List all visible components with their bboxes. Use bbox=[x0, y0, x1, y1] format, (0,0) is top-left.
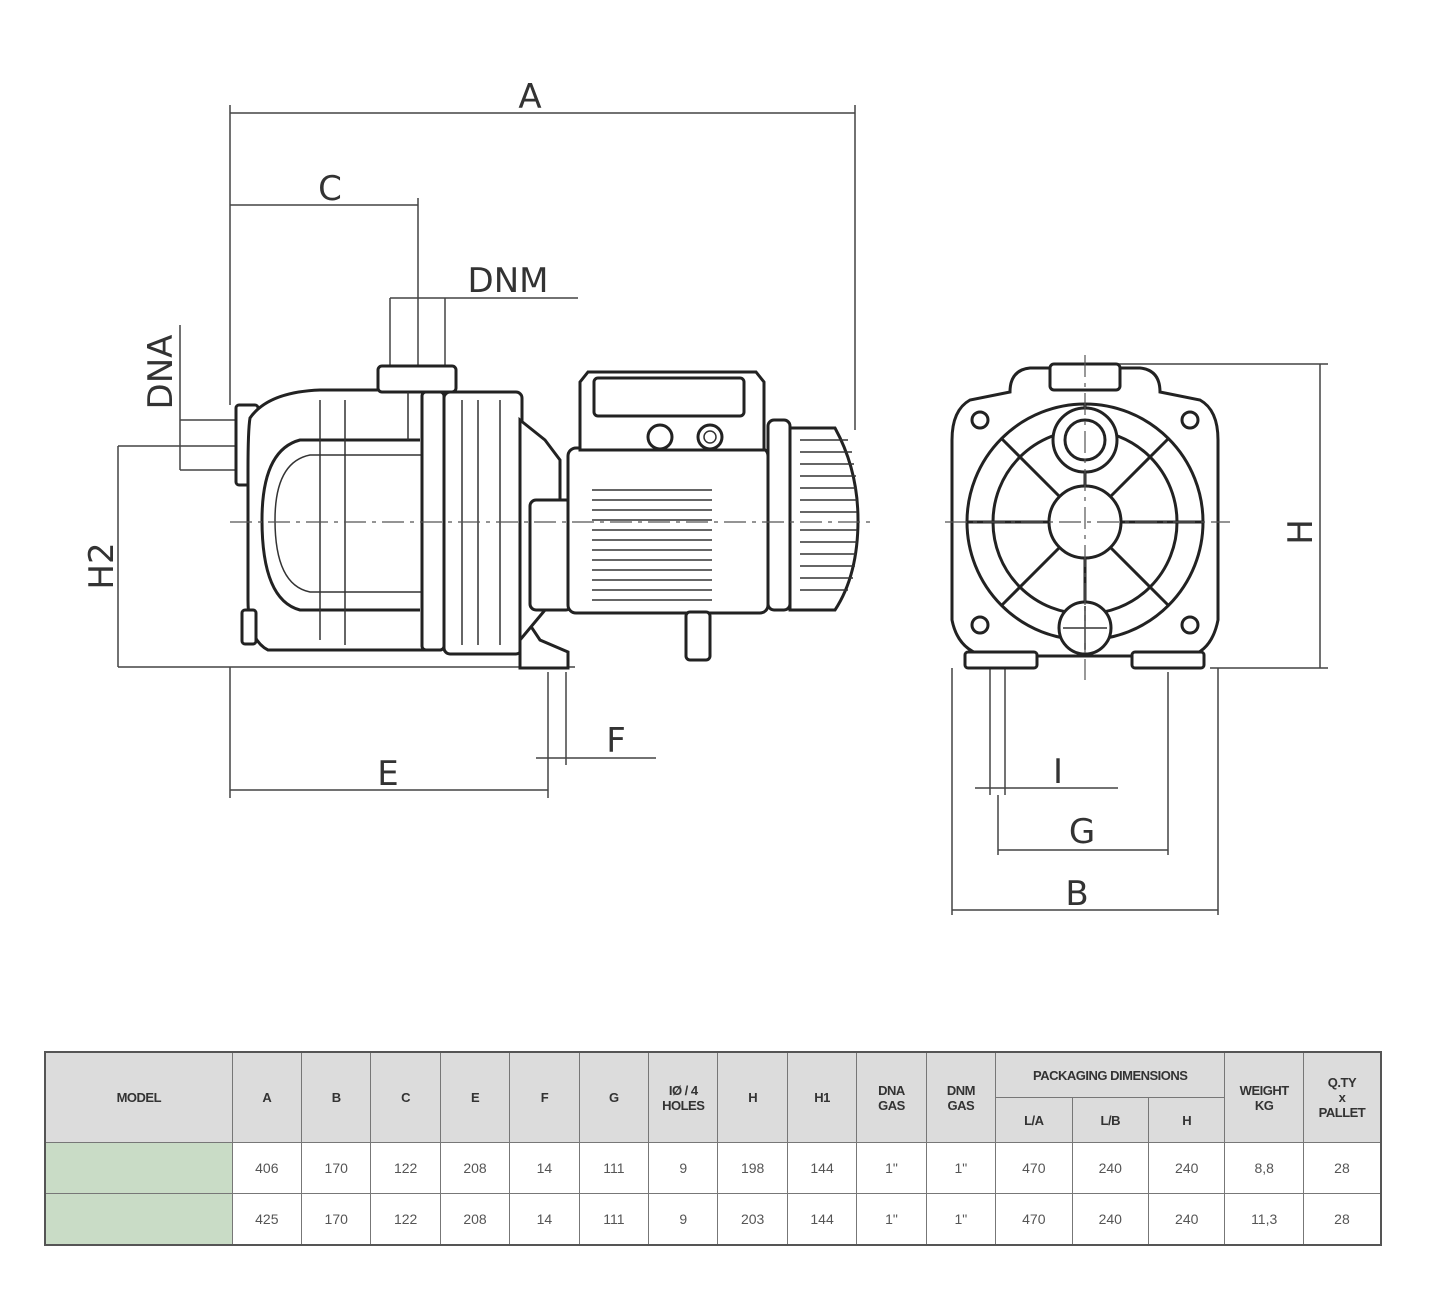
label-dnm: DNM bbox=[468, 261, 549, 301]
cell-weight: 11,3 bbox=[1224, 1193, 1304, 1246]
header-pack-lb: L/B bbox=[1071, 1097, 1149, 1143]
table-row: 406 170 122 208 14 111 9 198 144 1" 1" 4… bbox=[44, 1142, 1382, 1194]
header-e: E bbox=[439, 1051, 511, 1143]
cell-h: 203 bbox=[717, 1193, 788, 1246]
table-row: 425 170 122 208 14 111 9 203 144 1" 1" 4… bbox=[44, 1193, 1382, 1246]
label-c: C bbox=[318, 169, 342, 209]
header-qty-line2: x bbox=[1338, 1090, 1346, 1105]
capacitor-icon bbox=[646, 423, 724, 451]
header-weight: WEIGHT KG bbox=[1224, 1051, 1304, 1143]
cell-holes: 9 bbox=[648, 1142, 719, 1194]
dimension-b: B bbox=[951, 668, 1219, 915]
cell-g: 111 bbox=[578, 1142, 650, 1194]
header-weight-line2: KG bbox=[1254, 1097, 1274, 1113]
header-dnm-line1: DNM bbox=[946, 1082, 976, 1098]
cell-weight: 8,8 bbox=[1224, 1142, 1304, 1194]
pump-front-outline bbox=[945, 355, 1230, 680]
cell-h: 198 bbox=[717, 1142, 788, 1194]
dimension-i: I bbox=[975, 668, 1118, 795]
cell-dnm: 1" bbox=[925, 1193, 997, 1246]
cell-pack-la: 470 bbox=[995, 1193, 1073, 1246]
header-holes: IØ / 4 HOLES bbox=[648, 1051, 719, 1143]
cell-dna: 1" bbox=[856, 1142, 927, 1194]
cell-c: 122 bbox=[370, 1193, 441, 1246]
cell-pack-lb: 240 bbox=[1071, 1193, 1149, 1246]
cell-holes: 9 bbox=[648, 1193, 719, 1246]
dimension-dnm: DNM bbox=[389, 261, 578, 368]
header-packaging-dimensions: PACKAGING DIMENSIONS bbox=[995, 1051, 1226, 1098]
header-holes-line1: IØ / 4 bbox=[668, 1082, 698, 1098]
label-i: I bbox=[1053, 752, 1063, 792]
front-view: H I G B bbox=[945, 355, 1328, 915]
header-dnm-gas: DNM GAS bbox=[925, 1051, 997, 1143]
cell-pack-la: 470 bbox=[995, 1142, 1073, 1194]
dimension-dna: DNA bbox=[141, 325, 240, 471]
dimension-c: C bbox=[230, 169, 419, 395]
header-h1: H1 bbox=[786, 1051, 858, 1143]
label-dna: DNA bbox=[141, 335, 181, 410]
cell-qty: 28 bbox=[1302, 1142, 1382, 1194]
label-h2: H2 bbox=[82, 542, 122, 589]
header-qty-pallet: Q.TY x PALLET bbox=[1302, 1051, 1382, 1143]
dimension-e: E bbox=[229, 667, 549, 798]
cell-h1: 144 bbox=[786, 1142, 858, 1194]
header-b: B bbox=[301, 1051, 372, 1143]
motor-cooling-fins bbox=[592, 489, 712, 601]
cell-qty: 28 bbox=[1302, 1193, 1382, 1246]
header-c: C bbox=[370, 1051, 441, 1143]
cell-b: 170 bbox=[301, 1193, 372, 1246]
header-qty-line1: Q.TY bbox=[1327, 1075, 1357, 1090]
pump-dimension-drawing: A C DNM DNA H2 bbox=[82, 77, 1328, 915]
cell-f: 14 bbox=[509, 1142, 580, 1194]
label-b: B bbox=[1065, 874, 1088, 914]
cell-pack-h: 240 bbox=[1147, 1193, 1226, 1246]
cell-b: 170 bbox=[301, 1142, 372, 1194]
side-view: A C DNM DNA H2 bbox=[82, 77, 870, 798]
pump-side-outline bbox=[230, 364, 870, 670]
dimension-a: A bbox=[229, 77, 856, 430]
header-dnm-line2: GAS bbox=[947, 1097, 975, 1113]
cell-a: 425 bbox=[231, 1193, 303, 1246]
specification-table: MODEL A B C E F G IØ / 4 HOLES H H1 DNA … bbox=[44, 1051, 1382, 1246]
fan-cover bbox=[788, 426, 860, 612]
header-h: H bbox=[717, 1051, 788, 1143]
cell-model bbox=[44, 1142, 233, 1194]
header-holes-line2: HOLES bbox=[662, 1097, 705, 1113]
header-model: MODEL bbox=[44, 1051, 233, 1143]
cell-pack-h: 240 bbox=[1147, 1142, 1226, 1194]
label-g: G bbox=[1069, 812, 1095, 852]
cell-dna: 1" bbox=[856, 1193, 927, 1246]
cell-model bbox=[44, 1193, 233, 1246]
cell-pack-lb: 240 bbox=[1071, 1142, 1149, 1194]
dimension-h: H bbox=[1085, 363, 1328, 669]
header-pack-h: H bbox=[1147, 1097, 1226, 1143]
header-dna-line2: GAS bbox=[878, 1097, 905, 1113]
cell-e: 208 bbox=[439, 1193, 511, 1246]
label-a: A bbox=[518, 77, 541, 117]
header-dna-line1: DNA bbox=[878, 1082, 905, 1098]
label-f: F bbox=[606, 721, 626, 761]
header-dna-gas: DNA GAS bbox=[856, 1051, 927, 1143]
cell-f: 14 bbox=[509, 1193, 580, 1246]
header-qty-line3: PALLET bbox=[1318, 1105, 1366, 1120]
header-weight-line1: WEIGHT bbox=[1239, 1082, 1290, 1098]
header-g: G bbox=[578, 1051, 650, 1143]
header-pack-la: L/A bbox=[995, 1097, 1073, 1143]
label-e: E bbox=[377, 754, 398, 794]
cell-a: 406 bbox=[231, 1142, 303, 1194]
dimension-f: F bbox=[536, 672, 656, 765]
label-h: H bbox=[1281, 519, 1321, 545]
cell-dnm: 1" bbox=[925, 1142, 997, 1194]
header-a: A bbox=[231, 1051, 303, 1143]
cell-e: 208 bbox=[439, 1142, 511, 1194]
cell-h1: 144 bbox=[786, 1193, 858, 1246]
dimension-g: G bbox=[997, 672, 1169, 855]
header-f: F bbox=[509, 1051, 580, 1143]
dimension-h2: H2 bbox=[82, 445, 575, 668]
cell-g: 111 bbox=[578, 1193, 650, 1246]
cell-c: 122 bbox=[370, 1142, 441, 1194]
